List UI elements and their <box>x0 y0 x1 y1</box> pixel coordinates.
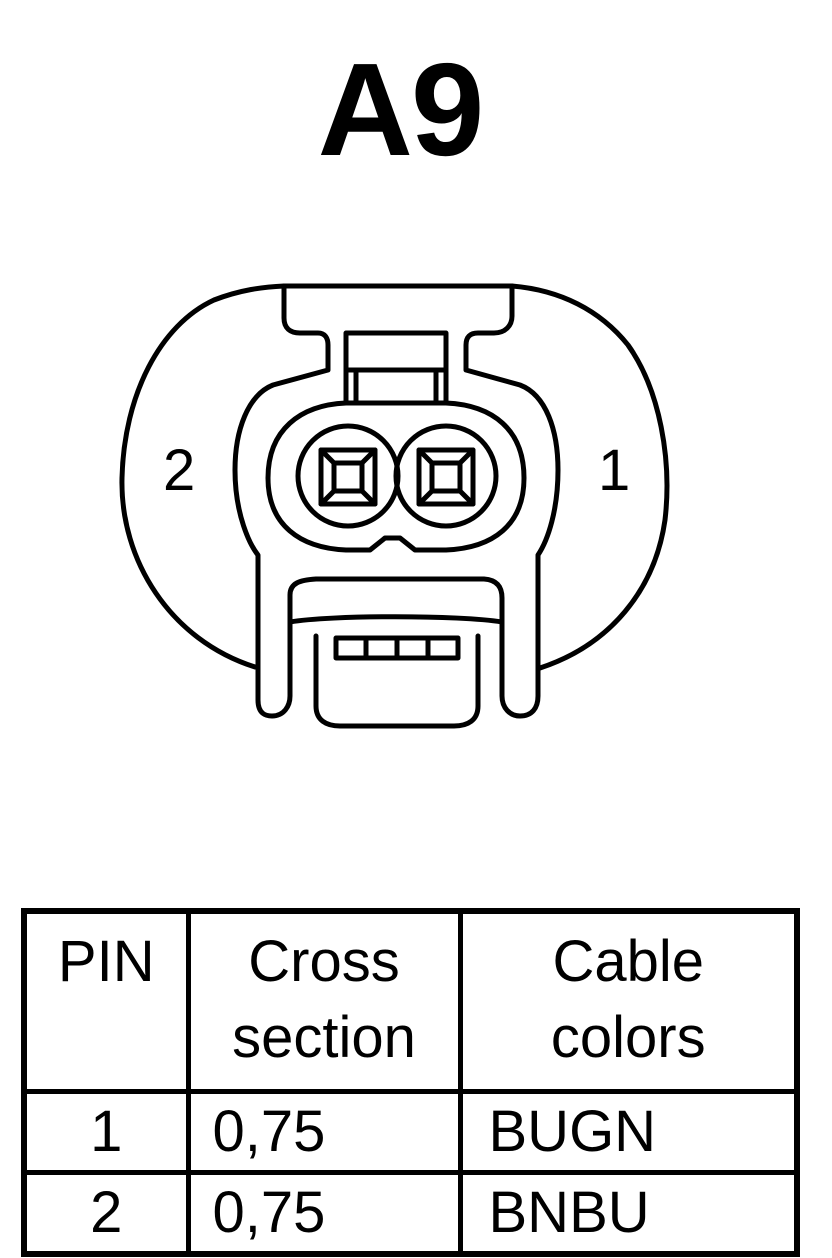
connector-title: A9 <box>317 36 485 183</box>
cable-color-value: BNBU <box>457 1170 800 1257</box>
cross-section-value: 0,75 <box>185 1170 463 1257</box>
table-row: 2 0,75 BNBU <box>21 1170 800 1257</box>
pin-table: PIN Cross section Cable colors 1 0,75 BU… <box>21 908 800 1257</box>
pin-label-right: 1 <box>598 438 630 503</box>
lower-tab-body <box>313 633 481 729</box>
connector-housing-outline <box>119 283 670 671</box>
table-row: 1 0,75 BUGN <box>21 1089 800 1175</box>
connector-drawing: 2 1 <box>119 283 670 729</box>
lower-tab-outline <box>287 614 505 625</box>
pin-1-cavity <box>393 423 499 529</box>
pin-1-terminal-outer <box>416 447 476 507</box>
table-header-row: PIN Cross section Cable colors <box>21 908 800 1094</box>
cavity-outline <box>265 400 527 553</box>
header-pin: PIN <box>21 908 191 1094</box>
pin-1-terminal-inner <box>429 460 463 494</box>
header-cross-section: Cross section <box>185 908 463 1094</box>
cable-color-value: BUGN <box>457 1089 800 1175</box>
latch-outline <box>232 283 561 719</box>
header-cable-colors: Cable colors <box>457 908 800 1094</box>
pin-2-cavity <box>295 423 401 529</box>
pin-2-terminal-outer <box>318 447 378 507</box>
pin-number: 1 <box>21 1089 191 1175</box>
pin-number: 2 <box>21 1170 191 1257</box>
cross-section-value: 0,75 <box>185 1089 463 1175</box>
pin-label-left: 2 <box>163 438 195 503</box>
pin-2-terminal-inner <box>331 460 365 494</box>
